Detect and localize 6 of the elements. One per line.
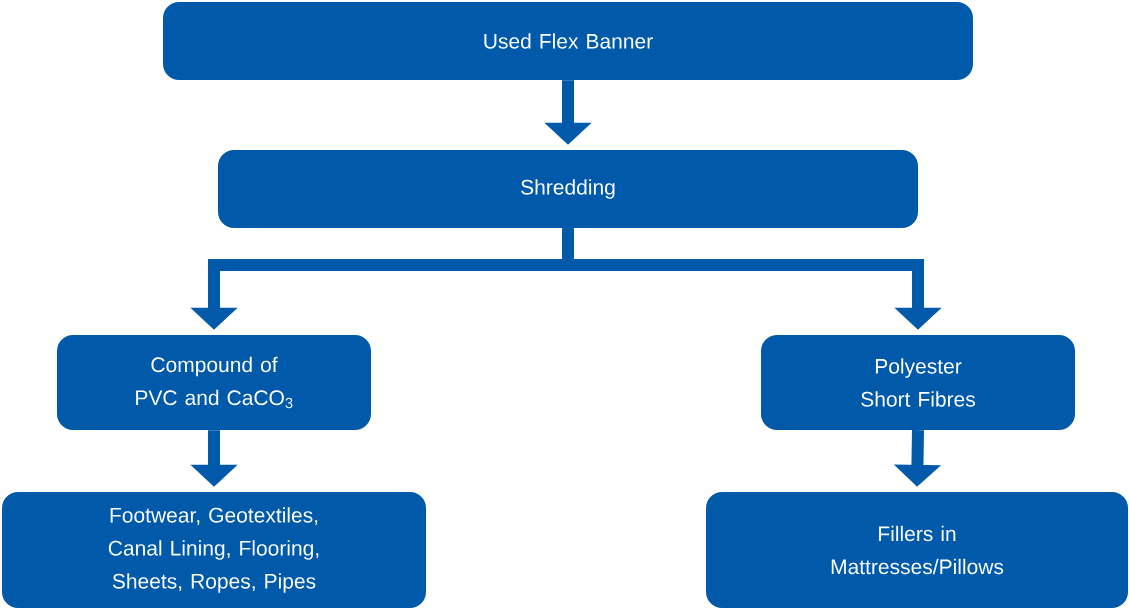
process-box: Compound of PVC and CaCO$_{3}$: [57, 335, 371, 430]
process-box: Footwear, Geotextiles, Canal Lining, Flooring, Sheets, Ropes, Pipes: [2, 492, 426, 608]
process-box: Used Flex Banner: [163, 2, 973, 80]
process-box: Fillers in Mattresses/Pillows: [706, 492, 1128, 608]
process-box: Polyester Short Fibres: [761, 335, 1075, 430]
process-box: Shredding: [218, 150, 918, 228]
